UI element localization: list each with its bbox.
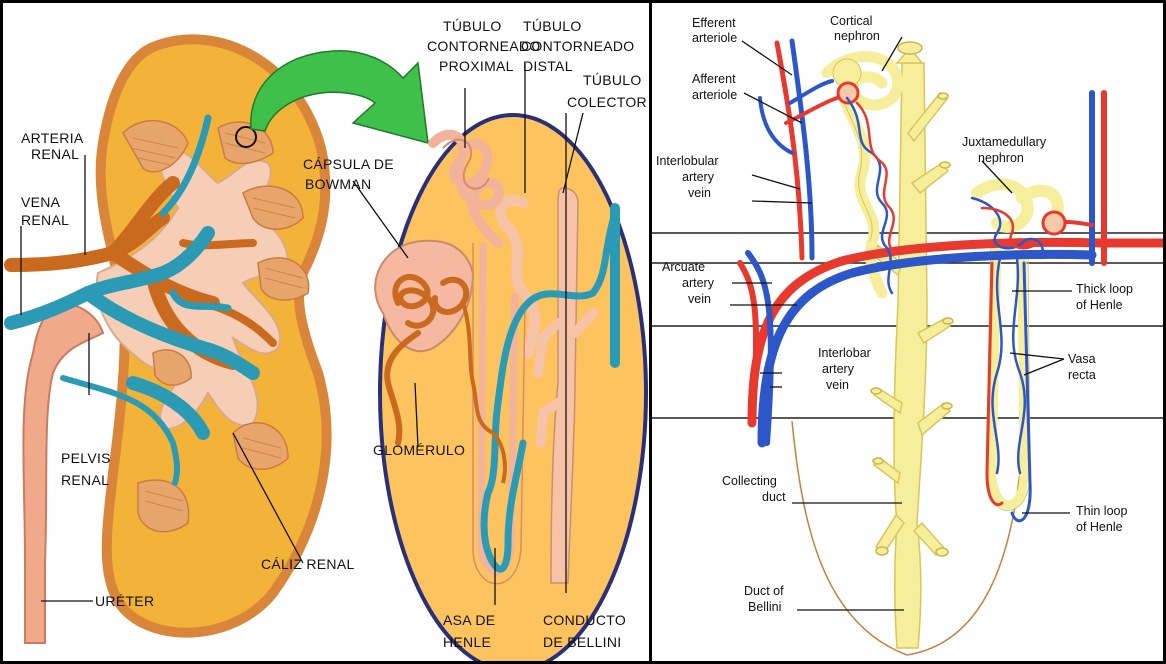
svg-text:Collecting: Collecting bbox=[722, 474, 777, 488]
svg-text:Thin loop: Thin loop bbox=[1076, 504, 1127, 518]
collecting-duct bbox=[868, 48, 950, 648]
label-interlobar: Interlobar artery vein bbox=[818, 346, 871, 392]
svg-text:CONTORNEADO: CONTORNEADO bbox=[521, 38, 635, 54]
label-vena-renal: VENA RENAL bbox=[21, 194, 69, 228]
label-cortical-nephron: Cortical nephron bbox=[830, 14, 880, 43]
label-pelvis-renal: PELVIS RENAL bbox=[61, 450, 111, 488]
svg-text:Cortical: Cortical bbox=[830, 14, 872, 28]
label-tubulo-colector: TÚBULO COLECTOR bbox=[567, 72, 647, 110]
svg-text:of Henle: of Henle bbox=[1076, 520, 1123, 534]
svg-text:Arcuate: Arcuate bbox=[662, 260, 705, 274]
label-arcuate: Arcuate artery vein bbox=[662, 260, 715, 306]
svg-text:Duct of: Duct of bbox=[744, 584, 784, 598]
svg-text:Thick loop: Thick loop bbox=[1076, 282, 1133, 296]
svg-text:CÁPSULA DE: CÁPSULA DE bbox=[303, 156, 394, 172]
svg-text:VENA: VENA bbox=[21, 194, 61, 210]
label-juxtamedullary-nephron: Juxtamedullary nephron bbox=[962, 135, 1047, 165]
svg-text:DE BELLINI: DE BELLINI bbox=[543, 634, 621, 650]
svg-text:duct: duct bbox=[762, 490, 786, 504]
svg-text:nephron: nephron bbox=[834, 29, 880, 43]
svg-text:Interlobar: Interlobar bbox=[818, 346, 871, 360]
nephron-diagram-en: Efferent arteriole Cortical nephron Affe… bbox=[652, 3, 1166, 664]
label-arteria-renal: ARTERIA RENAL bbox=[21, 130, 84, 162]
label-afferent-arteriole: Afferent arteriole bbox=[692, 72, 737, 102]
label-interlobular: Interlobular artery vein bbox=[656, 154, 719, 200]
svg-text:vein: vein bbox=[688, 292, 711, 306]
svg-text:PELVIS: PELVIS bbox=[61, 450, 111, 466]
svg-text:DISTAL: DISTAL bbox=[523, 58, 573, 74]
svg-text:RENAL: RENAL bbox=[61, 472, 109, 488]
label-thick-loop: Thick loop of Henle bbox=[1076, 282, 1133, 312]
svg-text:ASA DE: ASA DE bbox=[443, 612, 495, 628]
svg-text:TÚBULO: TÚBULO bbox=[443, 18, 502, 34]
label-collecting-duct: Collecting duct bbox=[722, 474, 786, 504]
spanish-kidney-panel: ARTERIA RENAL VENA RENAL PELVIS RENAL UR… bbox=[0, 0, 652, 664]
svg-text:CONDUCTO: CONDUCTO bbox=[543, 612, 626, 628]
label-duct-of-bellini: Duct of Bellini bbox=[744, 584, 784, 614]
label-glomerulo: GLOMÉRULO bbox=[373, 442, 465, 458]
svg-text:vein: vein bbox=[688, 186, 711, 200]
svg-text:COLECTOR: COLECTOR bbox=[567, 94, 647, 110]
svg-text:Interlobular: Interlobular bbox=[656, 154, 719, 168]
svg-text:BOWMAN: BOWMAN bbox=[305, 176, 371, 192]
svg-text:TÚBULO: TÚBULO bbox=[583, 72, 642, 88]
arcuate-vessels bbox=[740, 41, 1166, 443]
svg-text:arteriole: arteriole bbox=[692, 31, 737, 45]
svg-text:arteriole: arteriole bbox=[692, 88, 737, 102]
svg-text:vein: vein bbox=[826, 378, 849, 392]
label-tubulo-distal: TÚBULO CONTORNEADO DISTAL bbox=[521, 18, 635, 74]
svg-text:RENAL: RENAL bbox=[21, 212, 69, 228]
svg-text:TÚBULO: TÚBULO bbox=[523, 18, 582, 34]
svg-text:nephron: nephron bbox=[978, 151, 1024, 165]
svg-text:of Henle: of Henle bbox=[1076, 298, 1123, 312]
svg-text:Bellini: Bellini bbox=[748, 600, 781, 614]
svg-text:Afferent: Afferent bbox=[692, 72, 736, 86]
svg-text:Efferent: Efferent bbox=[692, 16, 736, 30]
svg-text:Vasa: Vasa bbox=[1068, 352, 1096, 366]
svg-text:artery: artery bbox=[682, 170, 715, 184]
svg-text:HENLE: HENLE bbox=[443, 634, 491, 650]
svg-text:ARTERIA: ARTERIA bbox=[21, 130, 84, 146]
label-ureter: URÉTER bbox=[95, 593, 154, 609]
label-vasa-recta: Vasa recta bbox=[1068, 352, 1096, 382]
english-nephron-panel: Efferent arteriole Cortical nephron Affe… bbox=[649, 0, 1166, 664]
svg-text:PROXIMAL: PROXIMAL bbox=[439, 58, 514, 74]
svg-text:recta: recta bbox=[1068, 368, 1096, 382]
svg-text:artery: artery bbox=[682, 276, 715, 290]
svg-text:artery: artery bbox=[822, 362, 855, 376]
label-caliz-renal: CÁLIZ RENAL bbox=[261, 556, 355, 572]
label-thin-loop: Thin loop of Henle bbox=[1076, 504, 1127, 534]
svg-text:Juxtamedullary: Juxtamedullary bbox=[962, 135, 1047, 149]
label-efferent-arteriole: Efferent arteriole bbox=[692, 16, 737, 45]
svg-text:RENAL: RENAL bbox=[31, 146, 79, 162]
kidney-diagram-es: ARTERIA RENAL VENA RENAL PELVIS RENAL UR… bbox=[3, 3, 652, 664]
